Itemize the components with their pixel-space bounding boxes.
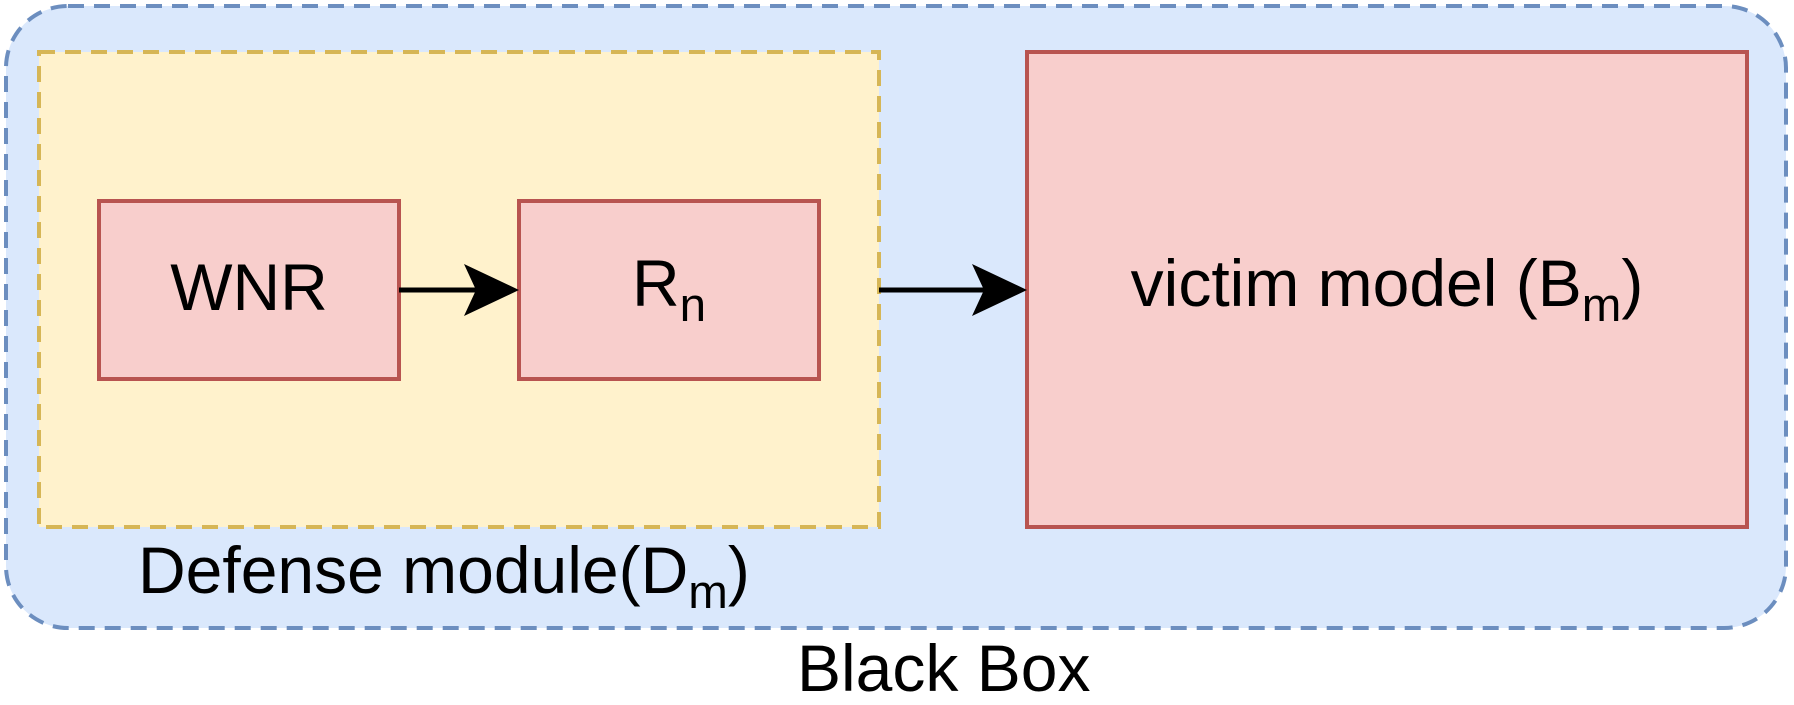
rn-main-text: R bbox=[631, 246, 680, 320]
defense-module-close-paren: ) bbox=[727, 533, 750, 607]
defense-module-subscript: m bbox=[688, 566, 728, 620]
rn-label: Rn bbox=[519, 250, 819, 329]
wnr-label: WNR bbox=[99, 254, 399, 320]
rn-subscript: n bbox=[679, 279, 707, 333]
rn-block bbox=[517, 199, 821, 381]
black-box-text: Black Box bbox=[797, 631, 1091, 705]
arrow-wnr-to-rn bbox=[399, 264, 519, 316]
victim-model-subscript: m bbox=[1581, 279, 1622, 333]
victim-model-label: victim model (Bm) bbox=[1027, 250, 1747, 329]
defense-module-main-text: Defense module(D bbox=[138, 533, 689, 607]
defense-module-label: Defense module(Dm) bbox=[138, 537, 750, 616]
victim-model-close-paren: ) bbox=[1621, 246, 1644, 320]
victim-model-main-text: victim model (B bbox=[1130, 246, 1582, 320]
wnr-text: WNR bbox=[170, 250, 328, 324]
arrow-defense-to-victim bbox=[879, 264, 1027, 316]
black-box-label: Black Box bbox=[797, 635, 1090, 701]
victim-model-block bbox=[1025, 50, 1749, 529]
